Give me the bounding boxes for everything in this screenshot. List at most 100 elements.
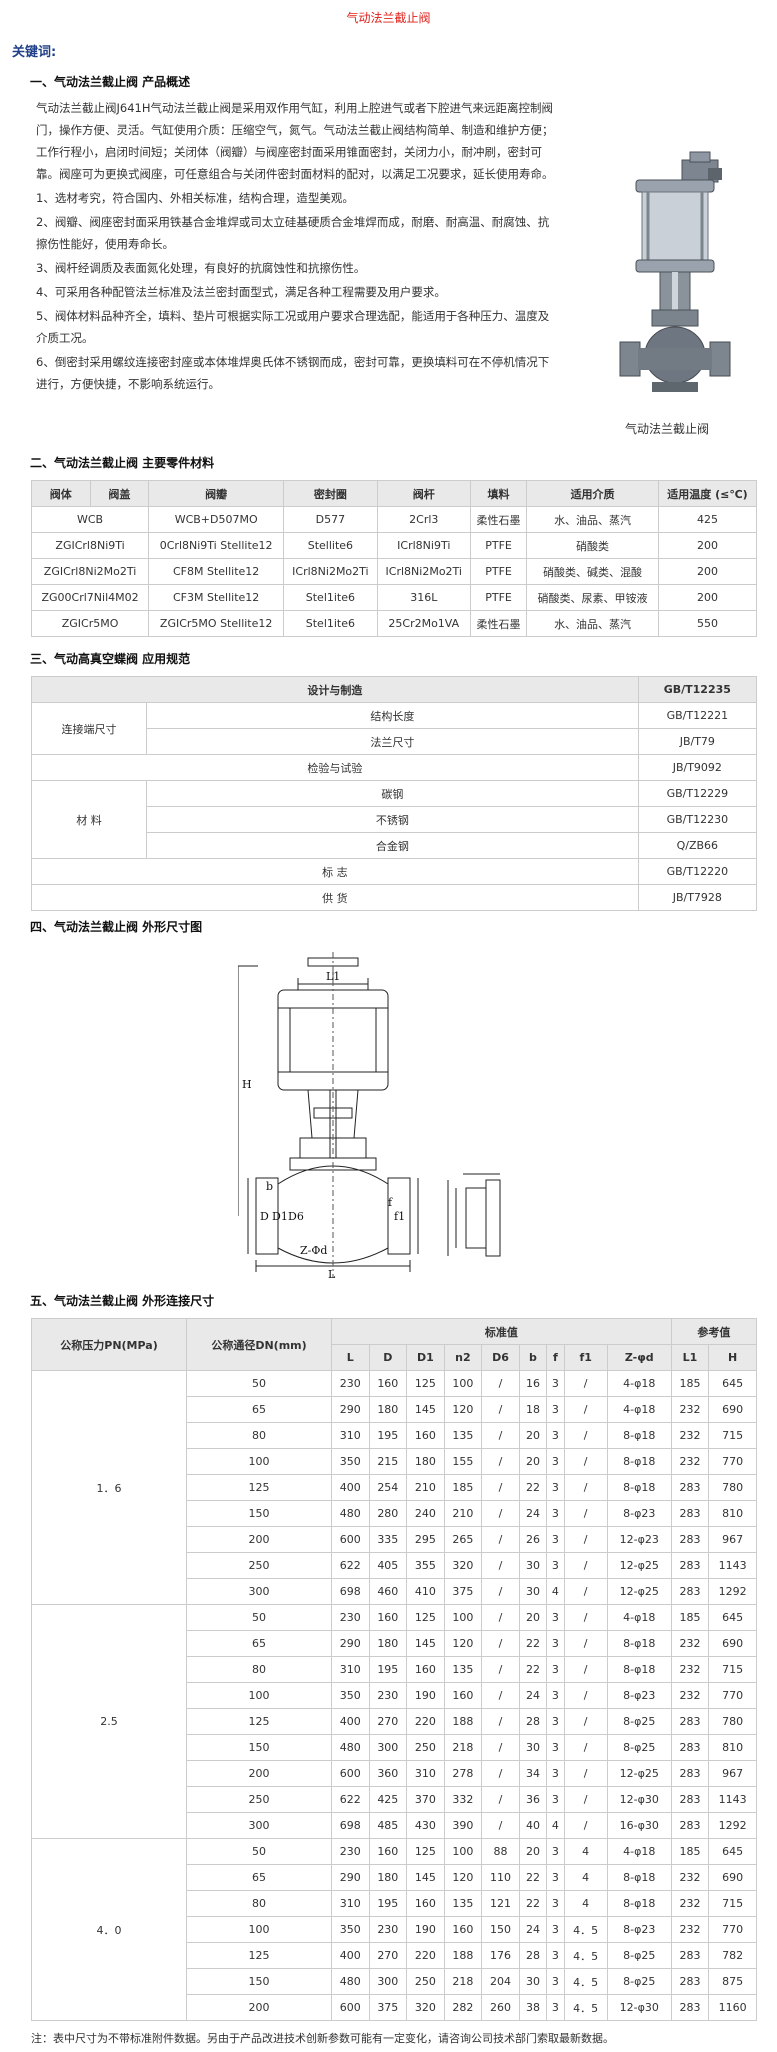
table-cell: 120 <box>443 1630 483 1657</box>
table-cell: 22 <box>518 1656 548 1683</box>
col-header: D <box>368 1344 408 1371</box>
table-cell: 4．5 <box>563 1942 608 1969</box>
table-cell: 283 <box>670 1942 710 1969</box>
table-cell: CF3M Stellite12 <box>148 584 285 611</box>
product-photo <box>619 151 731 392</box>
table-cell: 0Crl8Ni9Ti Stellite12 <box>148 532 285 559</box>
overview-text: 气动法兰截止阀J641H气动法兰截止阀是采用双作用气缸，利用上腔进气或者下腔进气… <box>36 97 558 397</box>
table-cell: 290 <box>331 1864 370 1891</box>
spec-value: GB/T12229 <box>637 780 758 807</box>
table-cell: 160 <box>443 1916 483 1943</box>
table-cell: 185 <box>670 1838 710 1865</box>
table-cell: 283 <box>670 1994 710 2021</box>
col-header: L1 <box>670 1344 710 1371</box>
table-cell: 100 <box>443 1604 483 1631</box>
table-cell: 188 <box>443 1708 483 1735</box>
table-cell: WCB <box>30 506 150 533</box>
spec-table: 设计与制造 GB/T12235 连接端尺寸 结构长度 GB/T12221 法兰尺… <box>31 676 758 911</box>
table-cell: 160 <box>368 1370 408 1397</box>
table-cell: 200 <box>658 558 757 585</box>
table-cell: ICrl8Ni2Mo2Ti <box>376 558 471 585</box>
pn-cell: 4．0 <box>31 1838 187 2021</box>
table-cell: Stellite6 <box>283 532 378 559</box>
overview-section: 气动法兰截止阀J641H气动法兰截止阀是采用双作用气缸，利用上腔进气或者下腔进气… <box>0 91 777 471</box>
table-cell: 135 <box>443 1422 483 1449</box>
table-cell: 1160 <box>708 1994 757 2021</box>
table-cell: 360 <box>368 1760 408 1787</box>
table-cell: 8-φ18 <box>606 1890 672 1917</box>
table-cell: 3 <box>546 1682 565 1709</box>
table-cell: 20 <box>518 1422 548 1449</box>
table-cell: 690 <box>708 1396 757 1423</box>
table-cell: D577 <box>283 506 378 533</box>
table-cell: 190 <box>406 1916 445 1943</box>
table-cell: 320 <box>406 1994 445 2021</box>
table-cell: 283 <box>670 1708 710 1735</box>
table-cell: 332 <box>443 1786 483 1813</box>
table-cell: 160 <box>368 1838 408 1865</box>
table-cell: 4-φ18 <box>606 1604 672 1631</box>
table-cell: 100 <box>186 1916 332 1943</box>
table-cell: 1143 <box>708 1552 757 1579</box>
table-row: 供 货 JB/T7928 <box>31 884 758 911</box>
table-cell: 160 <box>406 1422 445 1449</box>
table-cell: 300 <box>368 1734 408 1761</box>
table-cell: 1292 <box>708 1812 757 1839</box>
table-cell: 250 <box>406 1734 445 1761</box>
label-D6: D6 <box>288 1210 304 1223</box>
table-cell: 8-φ25 <box>606 1942 672 1969</box>
table-cell: / <box>481 1422 520 1449</box>
table-cell: / <box>563 1708 608 1735</box>
table-cell: 967 <box>708 1760 757 1787</box>
label-f1: f1 <box>394 1210 405 1223</box>
table-cell: 150 <box>186 1968 332 1995</box>
col-header: 填料 <box>469 480 528 507</box>
table-cell: 220 <box>406 1942 445 1969</box>
table-cell: 12-φ25 <box>606 1760 672 1787</box>
table-cell: 3 <box>546 1942 565 1969</box>
table-cell: 290 <box>331 1396 370 1423</box>
label-b: b <box>266 1180 273 1193</box>
table-cell: 810 <box>708 1500 757 1527</box>
table-cell: 4 <box>546 1578 565 1605</box>
table-cell: 250 <box>186 1786 332 1813</box>
table-cell: ICrl8Ni9Ti <box>376 532 471 559</box>
table-cell: PTFE <box>469 584 528 611</box>
table-cell: 160 <box>443 1682 483 1709</box>
table-cell: 40 <box>518 1812 548 1839</box>
table-cell: 810 <box>708 1734 757 1761</box>
label-f: f <box>388 1196 393 1209</box>
table-cell: / <box>481 1500 520 1527</box>
std-group-header: 标准值 <box>331 1318 672 1345</box>
table-row: 设计与制造 GB/T12235 <box>31 676 758 703</box>
col-header: L <box>331 1344 370 1371</box>
table-cell: 3 <box>546 1500 565 1527</box>
table-cell: 220 <box>406 1708 445 1735</box>
table-cell: 230 <box>368 1916 408 1943</box>
table-cell: 160 <box>368 1604 408 1631</box>
table-cell: 3 <box>546 1708 565 1735</box>
table-cell: 232 <box>670 1656 710 1683</box>
table-cell: 36 <box>518 1786 548 1813</box>
table-cell: 390 <box>443 1812 483 1839</box>
table-cell: 12-φ25 <box>606 1552 672 1579</box>
table-cell: 38 <box>518 1994 548 2021</box>
table-cell: 283 <box>670 1552 710 1579</box>
table-cell: 3 <box>546 1734 565 1761</box>
table-cell: 310 <box>331 1422 370 1449</box>
table-cell: 155 <box>443 1448 483 1475</box>
table-cell: 20 <box>518 1448 548 1475</box>
col-header-pn: 公称压力PN(MPa) <box>31 1318 187 1371</box>
spec-label: 碳钢 <box>146 780 639 807</box>
table-cell: 125 <box>406 1604 445 1631</box>
